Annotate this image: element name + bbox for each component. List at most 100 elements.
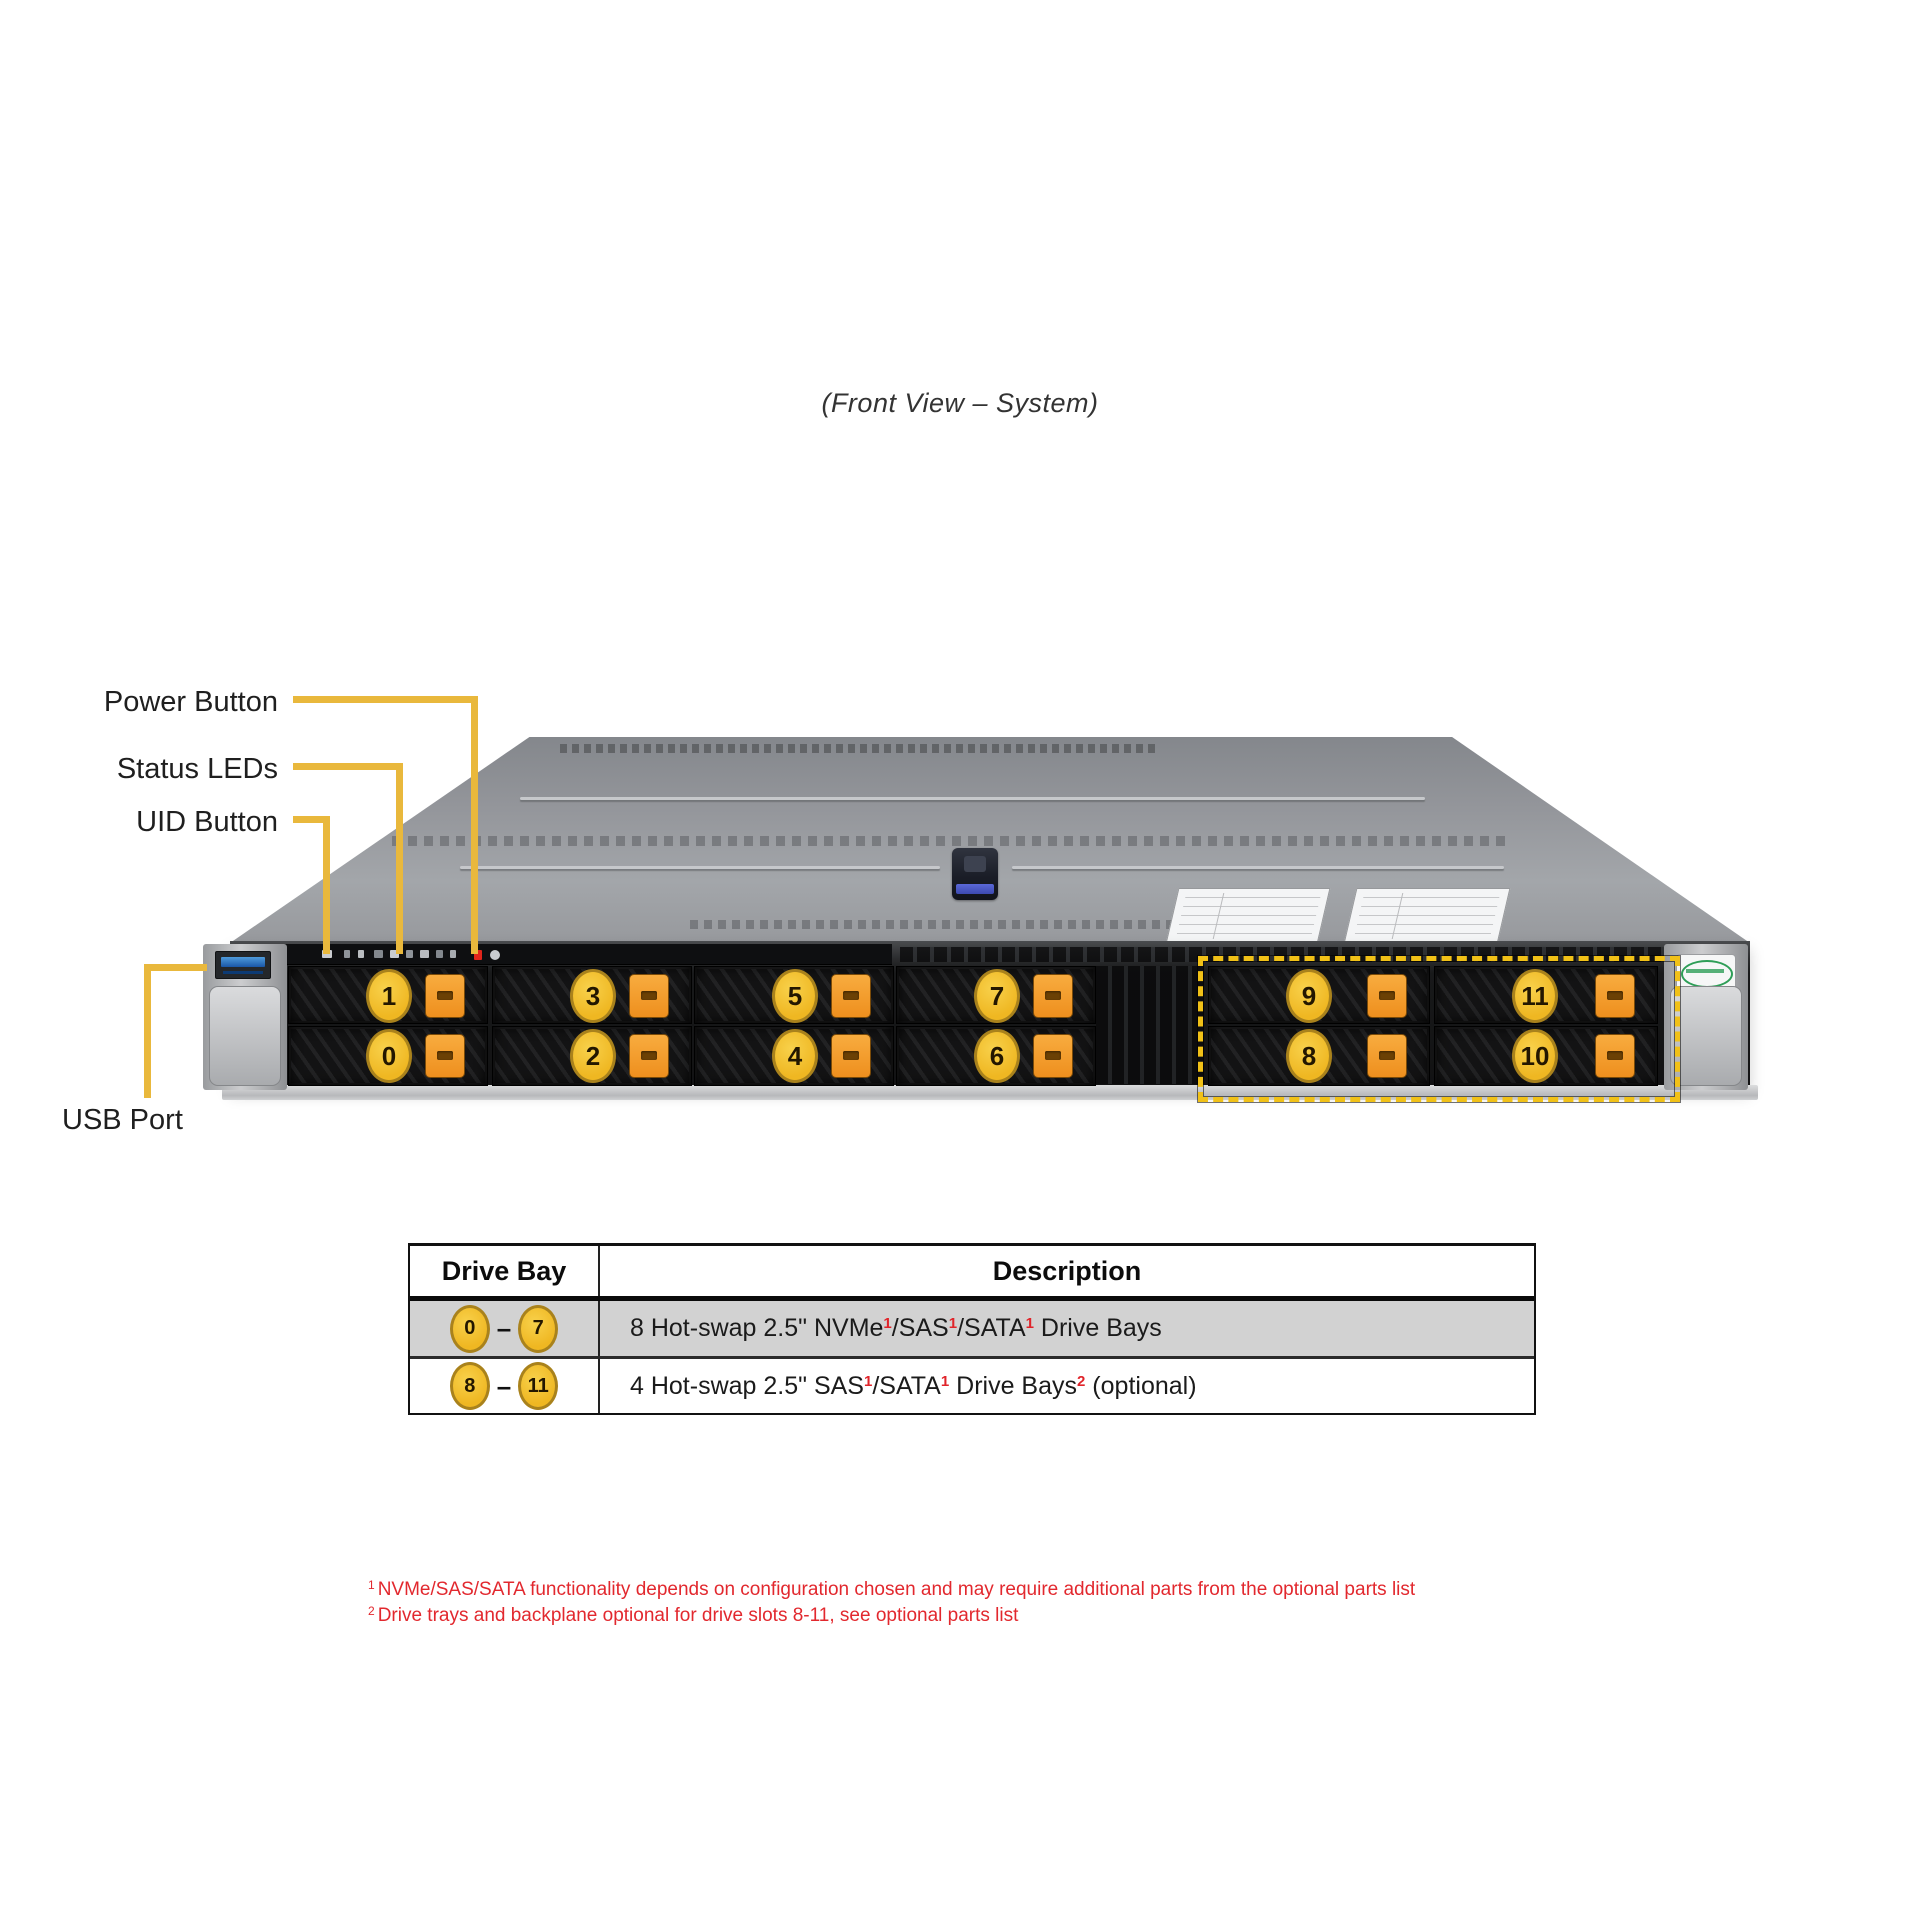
callout-line-status [293, 763, 403, 770]
header-cell-drive-bay: Drive Bay [410, 1246, 600, 1296]
bay-number-badge: 0 [366, 1029, 412, 1083]
drive-release-button[interactable] [1367, 974, 1407, 1018]
drive-bay-0: 0 [288, 1026, 488, 1086]
sticker-lines [1176, 897, 1320, 935]
status-led-icon [436, 950, 443, 958]
release-latch-slot [1045, 991, 1061, 1000]
callout-label-uid-button: UID Button [136, 806, 278, 838]
power-led-icon [474, 950, 482, 960]
optional-bays-outline [1198, 956, 1680, 1102]
usb-tongue [221, 957, 265, 967]
status-led-icon [390, 950, 399, 958]
status-led-icon [420, 950, 429, 958]
logo-oval [1681, 960, 1733, 988]
bay-number-badge: 8 [1286, 1029, 1332, 1083]
release-latch-slot [1045, 1051, 1061, 1060]
bay-number-badge: 9 [1286, 969, 1332, 1023]
drive-bay-3: 3 [492, 966, 692, 1024]
callout-line-uid [293, 816, 330, 823]
bay-number-badge: 6 [974, 1029, 1020, 1083]
spec-label-sticker [1165, 888, 1331, 944]
right-ear-handle [1670, 986, 1742, 1086]
fascia-vent-section [1096, 966, 1204, 1084]
bay-number-badge: 1 [366, 969, 412, 1023]
figure-title: (Front View – System) [821, 388, 1099, 418]
drive-release-button[interactable] [1595, 1034, 1635, 1078]
bay-number-badge: 4 [772, 1029, 818, 1083]
chassis-seam [1012, 866, 1504, 869]
sticker-lines [1354, 897, 1500, 935]
callout-line-status [396, 763, 403, 954]
drive-bay-5: 5 [694, 966, 894, 1024]
bay-number-badge: 8 [449, 1362, 490, 1410]
chassis-vents [690, 920, 1190, 929]
bay-number-badge: 7 [974, 969, 1020, 1023]
bay-range-cell: 0 – 7 [410, 1301, 600, 1356]
callout-label-usb-port: USB Port [62, 1104, 183, 1136]
drive-release-button[interactable] [1595, 974, 1635, 1018]
front-control-panel [252, 944, 892, 965]
chassis-seam [520, 797, 1425, 800]
bay-number-badge: 2 [570, 1029, 616, 1083]
logo-text [1686, 969, 1724, 973]
release-latch-slot [437, 991, 453, 1000]
drive-bay-6: 6 [896, 1026, 1096, 1086]
bay-number-badge: 7 [518, 1304, 559, 1353]
footnote-marker: 1 [368, 1578, 375, 1592]
power-button-icon[interactable] [490, 950, 500, 960]
status-led-icon [344, 950, 350, 958]
description-cell: 8 Hot-swap 2.5" NVMe1/SAS1/SATA1 Drive B… [630, 1314, 1162, 1342]
range-dash: – [496, 1370, 512, 1401]
drive-release-button[interactable] [1033, 974, 1073, 1018]
drive-release-button[interactable] [629, 1034, 669, 1078]
usb-port-icon[interactable] [215, 951, 271, 979]
release-latch-slot [641, 1051, 657, 1060]
spec-label-sticker [1343, 888, 1511, 944]
drive-bay-1: 1 [288, 966, 488, 1024]
drive-bay-8: 8 [1208, 1026, 1430, 1086]
drive-bay-4: 4 [694, 1026, 894, 1086]
footnote-marker: 2 [368, 1604, 375, 1618]
callout-line-uid [323, 816, 330, 954]
release-latch-slot [641, 991, 657, 1000]
drive-release-button[interactable] [425, 974, 465, 1018]
drive-bay-2: 2 [492, 1026, 692, 1086]
callout-line-usb [144, 964, 151, 1098]
release-latch-slot [437, 1051, 453, 1060]
table-header-row: Drive Bay Description [410, 1246, 1534, 1301]
callout-line-usb [144, 964, 207, 971]
release-latch-slot [1607, 991, 1623, 1000]
drive-bay-10: 10 [1434, 1026, 1658, 1086]
drive-bay-9: 9 [1208, 966, 1430, 1024]
release-latch-slot [843, 991, 859, 1000]
drive-bay-7: 7 [896, 966, 1096, 1024]
description-cell: 4 Hot-swap 2.5" SAS1/SATA1 Drive Bays2 (… [630, 1371, 1197, 1400]
drive-release-button[interactable] [1367, 1034, 1407, 1078]
left-rack-ear [203, 944, 287, 1090]
header-cell-description: Description [992, 1255, 1142, 1286]
bay-number-badge: 10 [1512, 1029, 1558, 1083]
drive-release-button[interactable] [629, 974, 669, 1018]
chassis-base-rail [222, 1085, 1758, 1100]
drive-release-button[interactable] [425, 1034, 465, 1078]
bay-number-badge: 5 [772, 969, 818, 1023]
bay-number-badge: 0 [449, 1304, 490, 1353]
table-row: 0 – 7 8 Hot-swap 2.5" NVMe1/SAS1/SATA1 D… [410, 1301, 1534, 1359]
top-cover-latch [952, 848, 998, 900]
drive-bay-11: 11 [1434, 966, 1658, 1024]
table-row: 8 – 11 4 Hot-swap 2.5" SAS1/SATA1 Drive … [410, 1359, 1534, 1413]
drive-release-button[interactable] [831, 974, 871, 1018]
chassis-seam [460, 866, 940, 869]
callout-line-power [293, 696, 478, 703]
drive-release-button[interactable] [831, 1034, 871, 1078]
footnote-ref: 1 [1025, 1315, 1034, 1332]
drive-release-button[interactable] [1033, 1034, 1073, 1078]
callout-line-power [471, 696, 478, 954]
status-led-icon [406, 950, 413, 958]
uid-button-icon[interactable] [322, 950, 332, 958]
range-dash: – [496, 1313, 512, 1343]
release-latch-slot [843, 1051, 859, 1060]
